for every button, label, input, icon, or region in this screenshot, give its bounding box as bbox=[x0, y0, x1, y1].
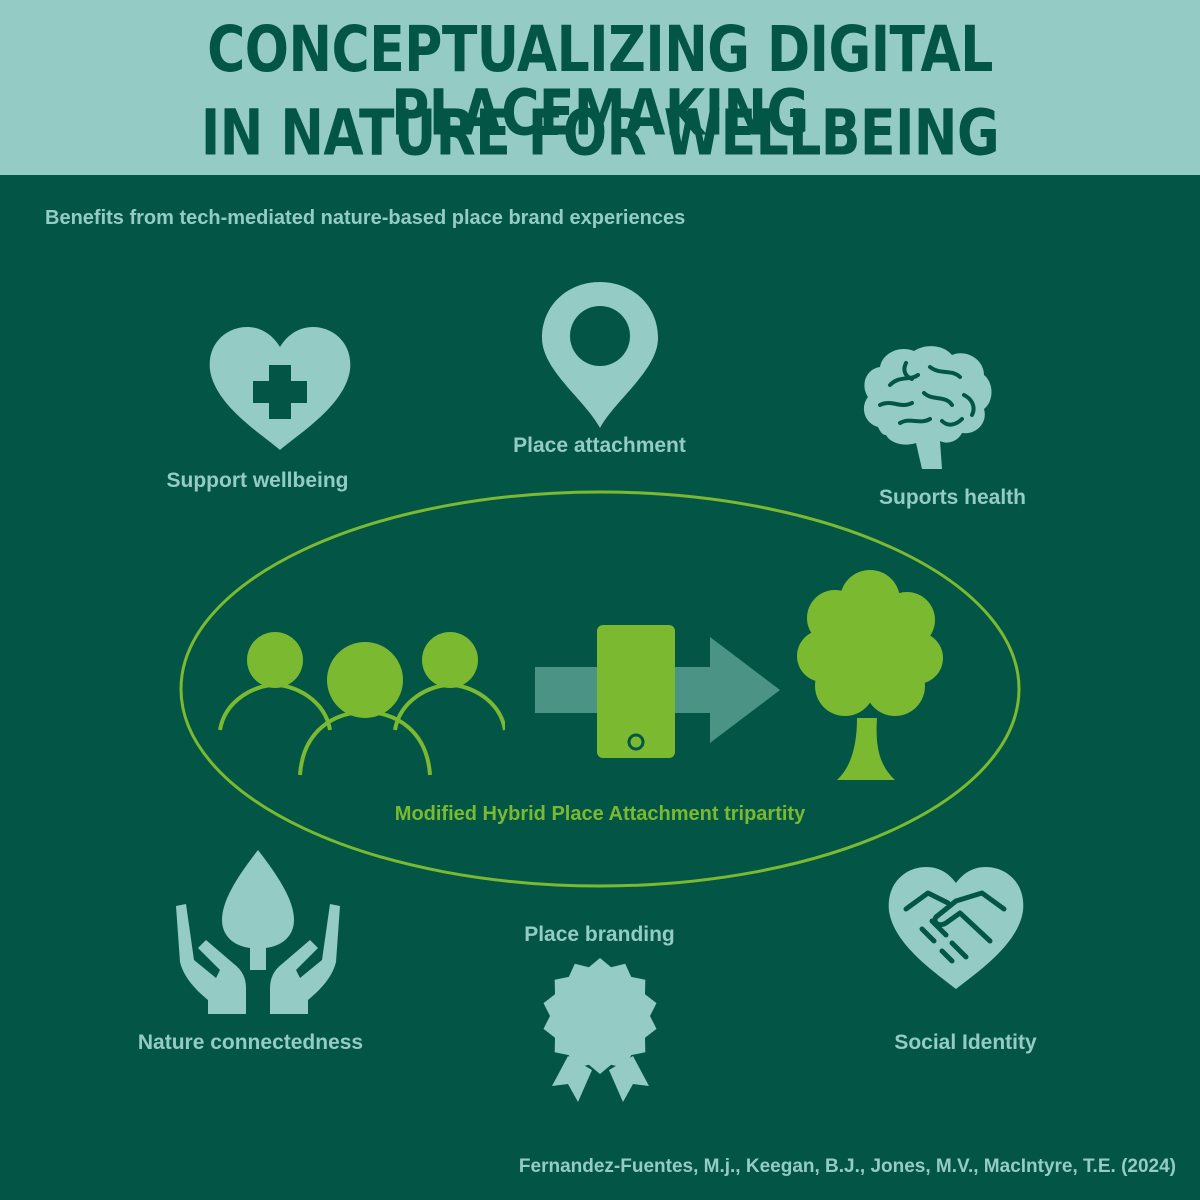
label-nature-connectedness: Nature connectedness bbox=[137, 1031, 364, 1054]
label-place-attachment: Place attachment bbox=[513, 434, 686, 457]
tree-icon bbox=[797, 570, 943, 780]
brain-icon bbox=[863, 346, 992, 469]
tripartity-ellipse bbox=[179, 490, 1021, 888]
subtitle: Benefits from tech-mediated nature-based… bbox=[45, 207, 686, 229]
people-icon bbox=[218, 632, 505, 776]
label-supports-health: Suports health bbox=[878, 486, 1026, 509]
location-pin-icon bbox=[542, 282, 658, 428]
label-social-identity: Social Identity bbox=[894, 1031, 1037, 1054]
label-support-wellbeing: Support wellbeing bbox=[166, 469, 349, 492]
tripartity-label: Modified Hybrid Place Attachment tripart… bbox=[394, 803, 806, 825]
smartphone-icon bbox=[597, 625, 675, 758]
award-badge-icon bbox=[543, 958, 657, 1102]
label-place-branding: Place branding bbox=[524, 923, 675, 946]
citation: Fernandez-Fuentes, M.j., Keegan, B.J., J… bbox=[518, 1156, 1176, 1177]
page-title-line2: IN NATURE FOR WELLBEING bbox=[200, 97, 1000, 171]
handshake-heart-icon bbox=[888, 867, 1024, 989]
heart-plus-icon bbox=[209, 327, 351, 450]
page-title-line1: CONCEPTUALIZING DIGITAL PLACEMAKING bbox=[207, 13, 993, 151]
header-banner: CONCEPTUALIZING DIGITAL PLACEMAKING IN N… bbox=[0, 0, 1200, 175]
hands-leaf-icon bbox=[176, 850, 340, 1014]
